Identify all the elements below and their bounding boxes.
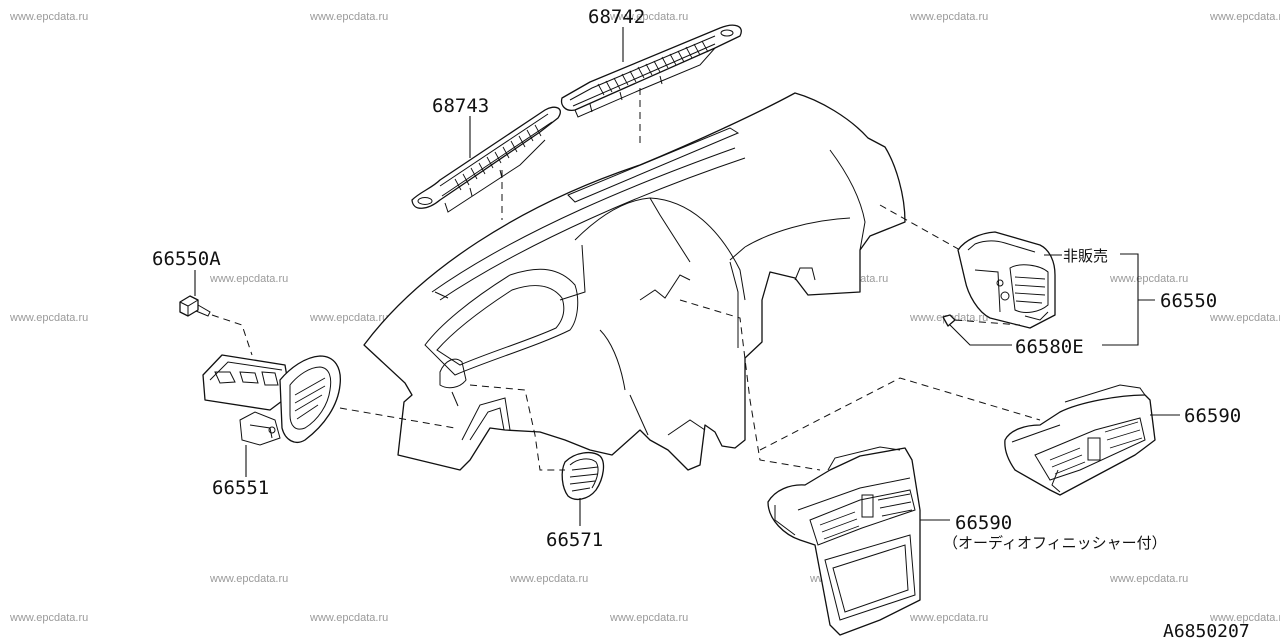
watermark: www.epcdata.ru bbox=[9, 11, 88, 23]
label-66571: 66571 bbox=[546, 529, 603, 551]
watermark: www.epcdata.ru bbox=[209, 273, 288, 285]
diagram-code: A6850207 bbox=[1163, 621, 1250, 640]
watermark: www.epcdata.ru bbox=[309, 11, 388, 23]
watermark: www.epcdata.ru bbox=[609, 612, 688, 624]
label-68743: 68743 bbox=[432, 95, 489, 117]
label-66551: 66551 bbox=[212, 477, 269, 499]
center-vent-66590-audio bbox=[767, 446, 921, 636]
watermark: www.epcdata.ru bbox=[1209, 612, 1280, 624]
reference-lines bbox=[211, 88, 1041, 471]
side-vent-66571 bbox=[561, 451, 605, 501]
watermark: www.epcdata.ru bbox=[609, 11, 688, 23]
label-66590-right: 66590 bbox=[1184, 405, 1241, 427]
label-66580E: 66580E bbox=[1015, 336, 1084, 358]
watermark: www.epcdata.ru bbox=[1109, 273, 1188, 285]
label-66550: 66550 bbox=[1160, 290, 1217, 312]
watermark: www.epcdata.ru bbox=[309, 612, 388, 624]
label-audio-finisher-note: （オーディオフィニッシャー付） bbox=[943, 534, 1167, 552]
watermark: www.epcdata.ru bbox=[1109, 573, 1188, 585]
watermark: www.epcdata.ru bbox=[1209, 312, 1280, 324]
leader-lines bbox=[194, 27, 1180, 526]
watermark: www.epcdata.ru bbox=[1209, 11, 1280, 23]
label-66550A: 66550A bbox=[152, 248, 221, 270]
defroster-grille-68743 bbox=[411, 106, 561, 213]
watermark: www.epcdata.ru bbox=[909, 612, 988, 624]
center-vent-66590-right bbox=[1004, 384, 1156, 496]
label-68742: 68742 bbox=[588, 6, 645, 28]
watermark: www.epcdata.ru bbox=[9, 612, 88, 624]
side-vent-66550 bbox=[957, 231, 1056, 329]
callout-labels: 68742 68743 66550A 66551 66571 非販売 66550… bbox=[152, 6, 1241, 552]
watermark: www.epcdata.ru bbox=[309, 312, 388, 324]
watermark: www.epcdata.ru bbox=[909, 11, 988, 23]
label-not-for-sale: 非販売 bbox=[1063, 247, 1108, 265]
screw-66550A bbox=[179, 295, 211, 317]
watermark: www.epcdata.ru bbox=[9, 312, 88, 324]
instrument-panel bbox=[363, 92, 906, 471]
label-66590-center: 66590 bbox=[955, 512, 1012, 534]
side-vent-66551 bbox=[202, 354, 341, 446]
watermark: www.epcdata.ru bbox=[209, 573, 288, 585]
watermark: www.epcdata.ru bbox=[509, 573, 588, 585]
defroster-grille-68742 bbox=[560, 24, 742, 118]
